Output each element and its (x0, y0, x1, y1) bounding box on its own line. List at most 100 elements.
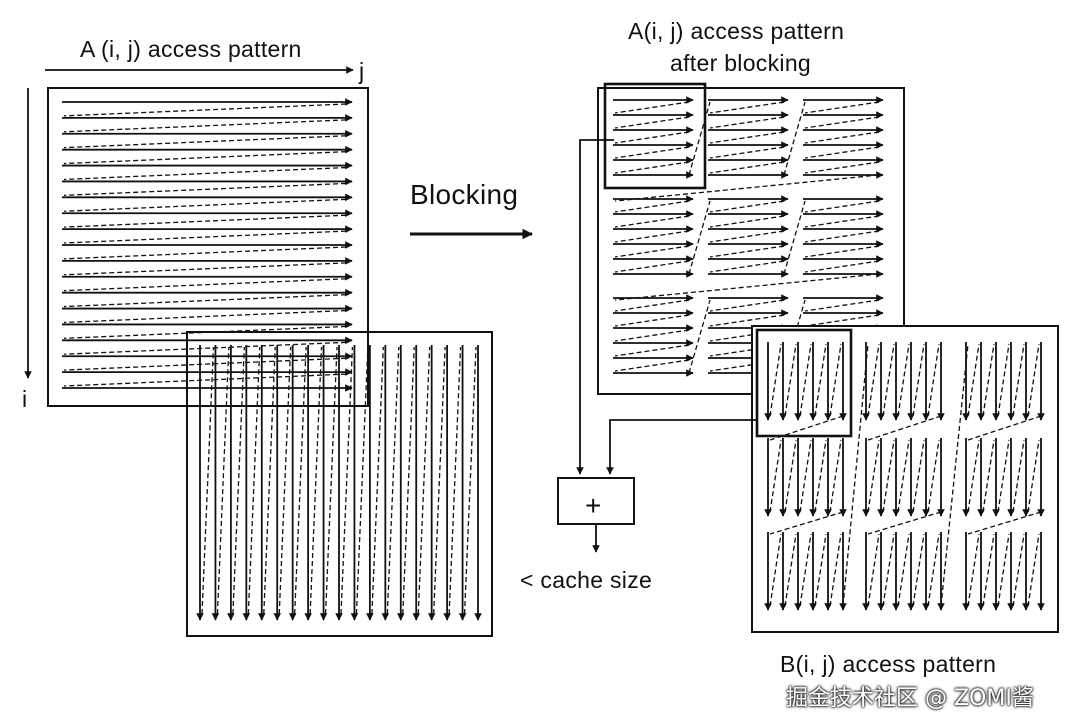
a-tile-return-dash (804, 260, 880, 273)
b-column-return-dash (402, 346, 415, 615)
b-block-to-adder-connector (606, 419, 758, 475)
b-tile-return-dash (982, 533, 995, 607)
a-row-return-dash (63, 198, 347, 212)
a-row-return-dash (63, 151, 347, 165)
a-tile-return-dash (709, 215, 785, 228)
a-tile-return-dash (709, 131, 785, 144)
cache-size-label: < cache size (520, 567, 653, 593)
a-tile-jump-dash (688, 101, 711, 176)
b-tile-return-dash (769, 439, 782, 513)
a-tile-return-dash (614, 329, 690, 342)
a-row-return-dash (63, 230, 347, 244)
a-tile-jump-dash (783, 200, 806, 275)
b-tile-return-dash (982, 343, 995, 417)
a-tile-return-dash (709, 260, 785, 273)
b-tile-return-dash (912, 343, 925, 417)
b-column-return-dash (340, 346, 354, 615)
a-row-return-dash (63, 214, 347, 228)
a-tile-return-dash (804, 116, 880, 129)
b-cache-block-highlight (755, 328, 853, 438)
a-tile-return-dash (804, 146, 880, 159)
b-tile-return-dash (882, 343, 895, 417)
a-tile-return-dash (614, 161, 690, 174)
b-tile-return-dash (967, 533, 980, 607)
b-tile-return-dash (784, 343, 797, 417)
b-tile-jump-dash (769, 511, 844, 535)
a-tile-return-dash (804, 200, 880, 213)
a-tile-return-dash (614, 146, 690, 159)
a-tile-return-dash (709, 146, 785, 159)
adder-plus-sign: + (585, 490, 602, 521)
b-tile-return-dash (769, 343, 782, 417)
b-tile-return-dash (997, 343, 1010, 417)
b-tile-return-dash (867, 343, 880, 417)
b-column-return-dash (247, 346, 261, 615)
b-tile-return-dash (814, 533, 827, 607)
a-tile-return-dash (614, 314, 690, 327)
a-row-return-dash (63, 373, 347, 387)
a-tile-return-dash (804, 230, 880, 243)
a-row-return-dash (63, 182, 347, 196)
a-row-return-dash (63, 119, 347, 133)
b-tile-return-dash (997, 533, 1010, 607)
a-tile-return-dash (614, 101, 690, 114)
a-matrix-frame (47, 87, 369, 407)
a-row-return-dash (63, 341, 347, 355)
a-tile-return-dash (804, 161, 880, 174)
b-column-return-dash (324, 346, 338, 615)
a-tile-return-dash (709, 314, 785, 327)
b-tile-return-dash (927, 533, 940, 607)
a-tile-return-dash (804, 299, 880, 312)
b-tile-return-dash (829, 343, 842, 417)
a-tile-return-dash (709, 245, 785, 258)
b-column-return-dash (263, 346, 276, 615)
j-axis-label: j (359, 58, 365, 84)
a-tile-return-dash (709, 116, 785, 129)
b-tile-return-dash (997, 439, 1010, 513)
b-tile-return-dash (1027, 533, 1040, 607)
b-tile-return-dash (784, 533, 797, 607)
b-tile-jump-dash (867, 415, 942, 441)
a-tile-jump-dash (688, 200, 711, 275)
b-tile-jump-dash (967, 511, 1042, 535)
a-block-to-adder-connector (576, 139, 614, 475)
b-blocked-access (751, 325, 1059, 633)
a-tile-return-dash (614, 245, 690, 258)
a-tile-return-dash (614, 260, 690, 273)
b-tile-return-dash (967, 343, 980, 417)
a-tile-jump-dash (783, 101, 806, 176)
b-tile-return-dash (1027, 343, 1040, 417)
b-blocked-frame (751, 325, 1059, 633)
a-tile-return-dash (614, 131, 690, 144)
b-tile-return-dash (897, 343, 910, 417)
a-row-return-dash (63, 278, 347, 292)
a-blocked-title-line2: after blocking (670, 50, 811, 76)
a-blocked-title-line1: A(i, j) access pattern (628, 18, 845, 44)
a-tile-return-dash (614, 116, 690, 129)
a-tile-return-dash (709, 230, 785, 243)
b-tile-return-dash (927, 343, 940, 417)
b-column-return-dash (386, 346, 400, 615)
b-column-return-dash (232, 346, 245, 615)
b-tile-return-dash (1012, 439, 1025, 513)
a-matrix-access (24, 66, 369, 407)
b-column-return-dash (278, 346, 292, 615)
blocking-label: Blocking (410, 179, 519, 210)
b-tile-return-dash (927, 439, 940, 513)
b-tile-jump-dash (867, 511, 942, 535)
b-matrix-frame (186, 331, 493, 637)
a-row-return-dash (63, 309, 347, 324)
b-column-return-dash (463, 346, 477, 615)
b-tile-return-dash (829, 439, 842, 513)
a-row-return-dash (63, 166, 347, 181)
b-tile-column-jump-dash (940, 343, 969, 607)
a-row-return-dash (63, 262, 347, 276)
a-row-return-dash (63, 103, 347, 117)
a-tile-row-jump-dash (614, 273, 880, 301)
b-column-return-dash (448, 346, 462, 615)
a-tile-return-dash (614, 230, 690, 243)
b-column-return-dash (433, 346, 446, 615)
a-row-return-dash (63, 357, 347, 371)
b-tile-return-dash (814, 343, 827, 417)
a-tile-row-jump-dash (614, 174, 880, 202)
